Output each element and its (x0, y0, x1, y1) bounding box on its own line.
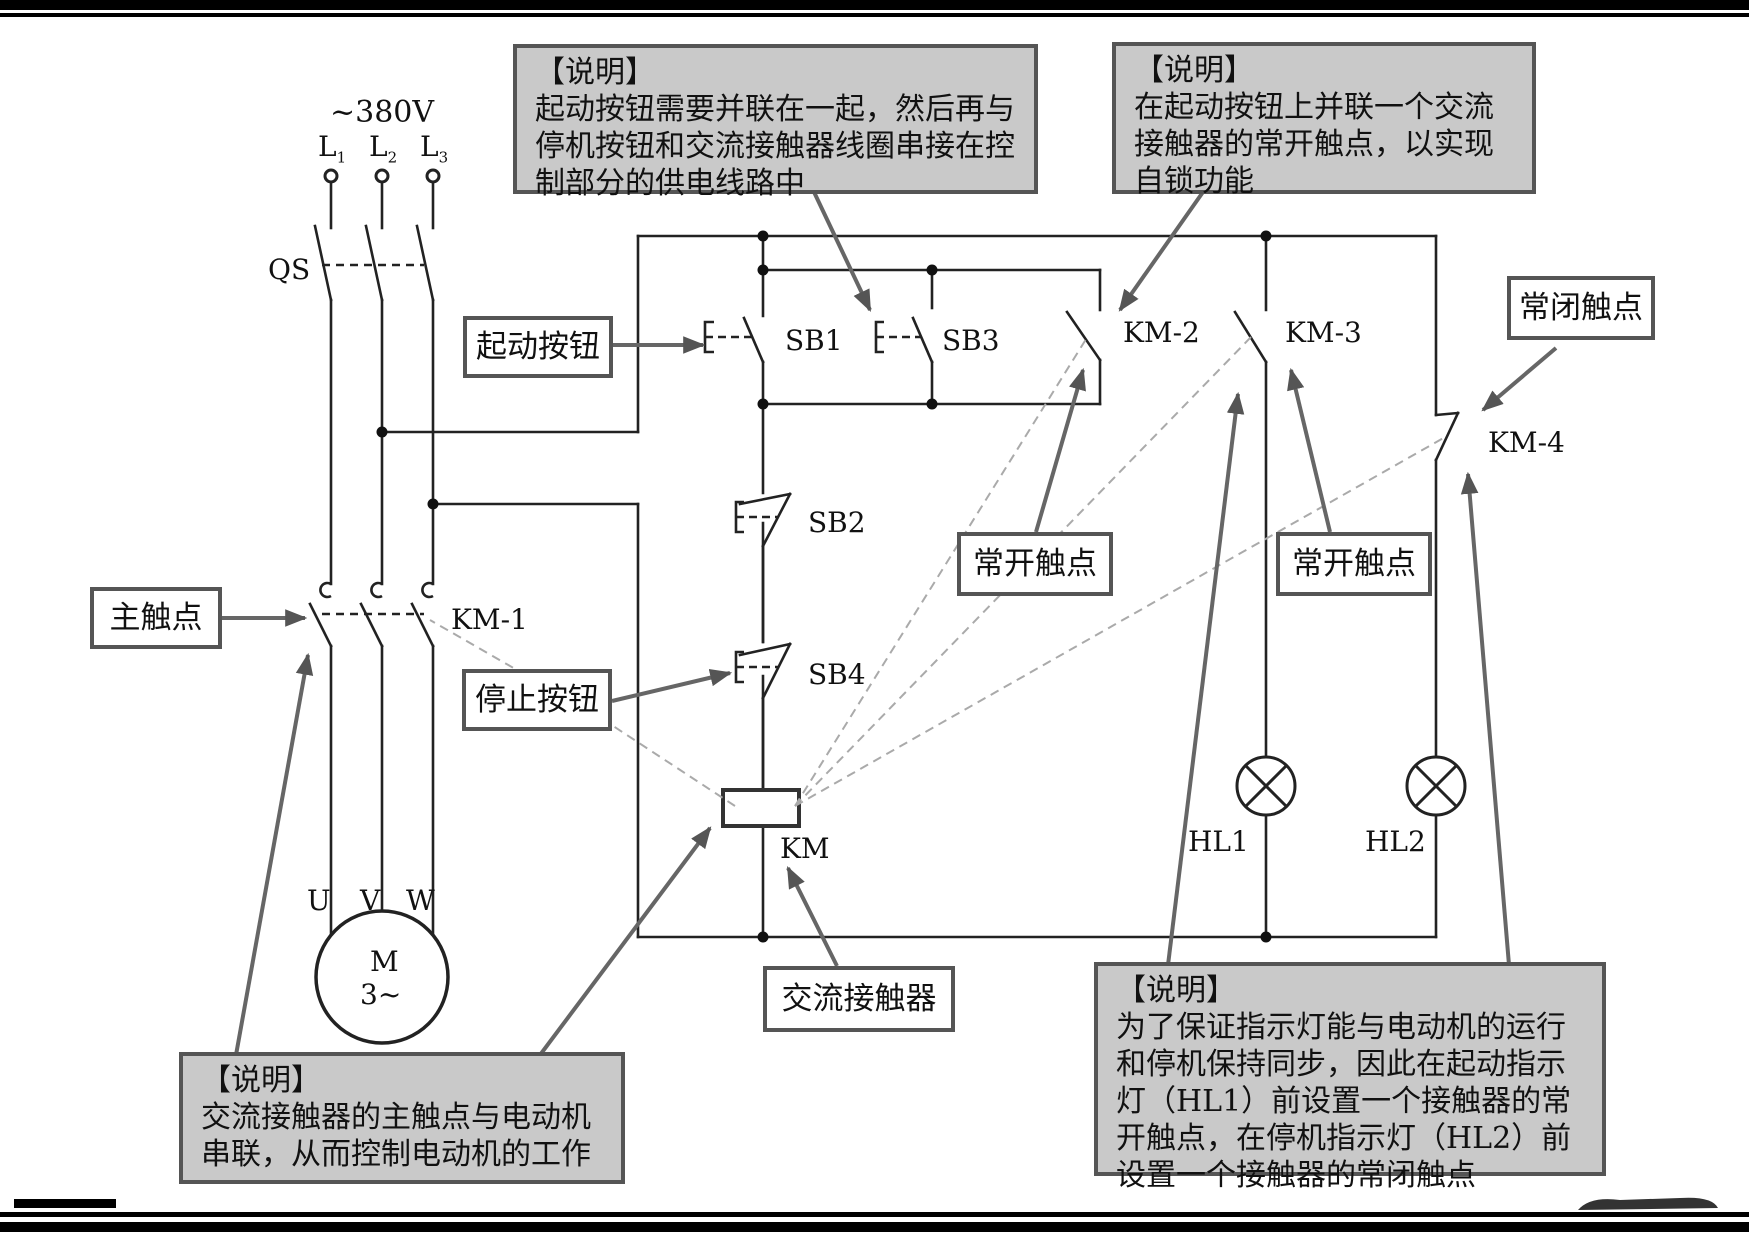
phase-l3-label: L3 (420, 132, 448, 173)
hl2-label: HL2 (1365, 825, 1426, 858)
phase-l1-label: L1 (318, 132, 346, 173)
km4-label: KM-4 (1488, 426, 1565, 459)
normally-closed-contact-callout: 常闭触点 (1507, 276, 1655, 340)
normally-open-contact-callout-1: 常开触点 (957, 532, 1113, 596)
km2-label: KM-2 (1123, 316, 1200, 349)
note-bottom-left-body: 交流接触器的主触点与电动机串联，从而控制电动机的工作 (201, 1100, 591, 1172)
motor-u-label: U (307, 884, 331, 917)
phase-l1-text: L1 (318, 130, 347, 167)
phase-l3-text: L3 (420, 130, 449, 167)
supply-terminals (323, 168, 441, 184)
hl1-lamp-icon (1235, 755, 1297, 817)
junction-dots (376, 230, 1272, 943)
km-coil (721, 788, 801, 828)
note-bottom-right-heading: 【说明】 (1116, 973, 1236, 1008)
sb4-label: SB4 (808, 658, 866, 691)
phase-l2-label: L2 (369, 132, 397, 173)
note-top-left: 【说明】 起动按钮需要并联在一起，然后再与停机按钮和交流接触器线圈串接在控制部分… (513, 44, 1038, 201)
normally-open-contact-callout-2: 常开触点 (1276, 532, 1432, 596)
sb1-label: SB1 (785, 324, 843, 357)
note-bottom-left-heading: 【说明】 (201, 1063, 321, 1098)
sb2-label: SB2 (808, 506, 866, 539)
note-top-right-heading: 【说明】 (1134, 53, 1254, 88)
hl2-lamp-icon (1405, 755, 1467, 817)
ac-contactor-callout: 交流接触器 (763, 966, 955, 1032)
km3-label: KM-3 (1285, 316, 1362, 349)
stop-button-callout: 停止按钮 (462, 669, 612, 731)
motor-w-label: W (406, 884, 435, 917)
motor-m-label: M (370, 945, 399, 978)
motor-icon (314, 909, 450, 1045)
hl1-label: HL1 (1188, 825, 1249, 858)
phase-l2-text: L2 (369, 130, 398, 167)
start-button-callout: 起动按钮 (463, 316, 613, 378)
note-bottom-left: 【说明】 交流接触器的主触点与电动机串联，从而控制电动机的工作 (179, 1052, 625, 1184)
note-top-right: 【说明】 在起动按钮上并联一个交流接触器的常开触点，以实现自锁功能 (1112, 42, 1536, 199)
motor-phase-label: 3~ (360, 978, 402, 1011)
km-coil-label: KM (780, 832, 830, 865)
note-top-left-heading: 【说明】 (535, 55, 655, 90)
note-bottom-right: 【说明】 为了保证指示灯能与电动机的运行和停机保持同步，因此在起动指示灯（HL1… (1094, 962, 1606, 1193)
km1-contact-hooks (319, 581, 434, 599)
motor-v-label: V (360, 884, 381, 917)
note-top-left-body: 起动按钮需要并联在一起，然后再与停机按钮和交流接触器线圈串接在控制部分的供电线路… (535, 92, 1015, 201)
supply-voltage-label: ~380V (330, 95, 435, 130)
note-top-right-body: 在起动按钮上并联一个交流接触器的常开触点，以实现自锁功能 (1134, 90, 1494, 199)
km1-label: KM-1 (451, 603, 528, 636)
main-contact-callout: 主触点 (90, 587, 222, 649)
qs-label: QS (268, 253, 311, 286)
sb3-label: SB3 (942, 324, 1000, 357)
note-bottom-right-body: 为了保证指示灯能与电动机的运行和停机保持同步，因此在起动指示灯（HL1）前设置一… (1116, 1010, 1572, 1193)
